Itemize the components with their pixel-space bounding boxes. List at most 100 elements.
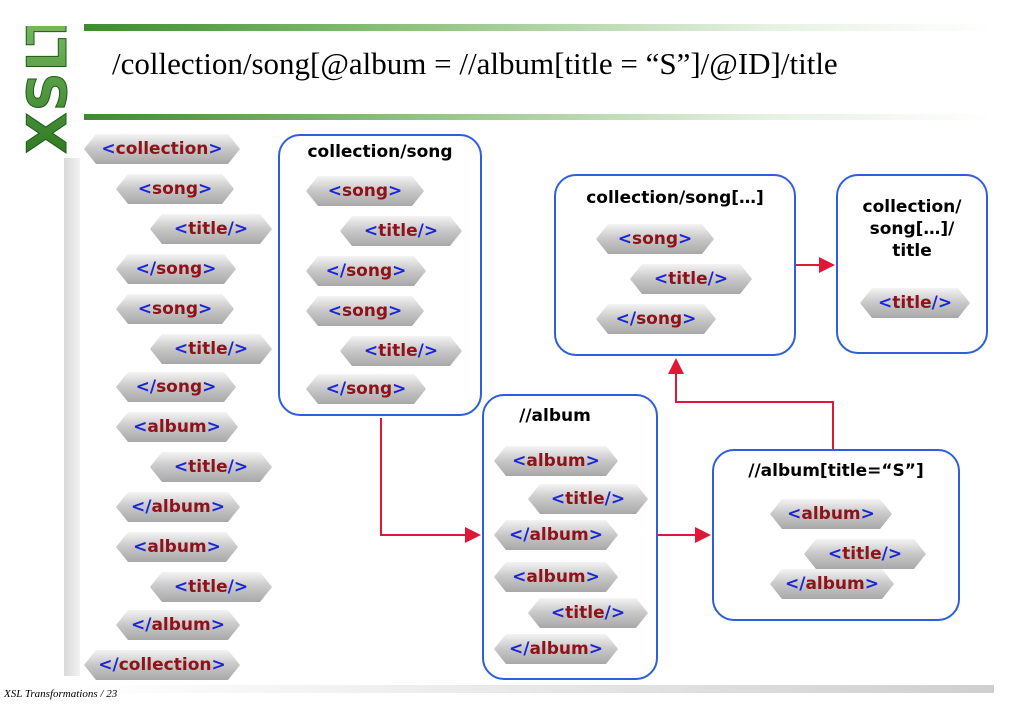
node-close-bracket: > bbox=[588, 525, 603, 545]
node-open-bracket: < bbox=[363, 341, 379, 361]
node-tag-name: song bbox=[346, 261, 393, 281]
box-collection-song: collection/song <song><title/></song><so… bbox=[278, 134, 482, 416]
node-tag-name: album bbox=[526, 451, 586, 471]
xml-node: <title/> bbox=[528, 484, 648, 514]
node-close-bracket: /> bbox=[417, 341, 439, 361]
xml-node: </album> bbox=[494, 520, 618, 550]
box-collection-song-filtered: collection/song[…] <song><title/></song> bbox=[554, 174, 796, 356]
node-close-bracket: > bbox=[678, 229, 693, 249]
node-tag-name: song bbox=[346, 379, 393, 399]
left-rail bbox=[64, 158, 80, 676]
node-close-bracket: > bbox=[206, 537, 221, 557]
xml-node: </song> bbox=[596, 304, 716, 334]
box-label: //album bbox=[519, 406, 591, 426]
node-close-bracket: > bbox=[388, 301, 403, 321]
node-close-bracket: /> bbox=[227, 577, 249, 597]
xml-node: </album> bbox=[494, 634, 618, 664]
xml-node: <title/> bbox=[150, 214, 272, 244]
node-open-bracket: < bbox=[327, 301, 342, 321]
xml-node: <title/> bbox=[150, 334, 272, 364]
node-open-bracket: </ bbox=[325, 261, 347, 281]
arrow-song-to-album bbox=[380, 418, 481, 543]
xml-node: <album> bbox=[116, 412, 238, 442]
box-label: collection/song bbox=[307, 142, 453, 162]
node-open-bracket: < bbox=[827, 544, 843, 564]
node-close-bracket: /> bbox=[707, 269, 729, 289]
node-tag-name: song bbox=[151, 299, 199, 319]
node-open-bracket: < bbox=[137, 179, 152, 199]
xml-node: </album> bbox=[116, 610, 240, 640]
box-label: collection/song[…] bbox=[586, 188, 764, 208]
xml-node: <song> bbox=[116, 294, 234, 324]
node-close-bracket: /> bbox=[227, 219, 249, 239]
node-open-bracket: < bbox=[363, 221, 379, 241]
node-open-bracket: < bbox=[101, 139, 116, 159]
node-close-bracket: > bbox=[198, 179, 213, 199]
node-tag-name: title bbox=[668, 269, 708, 289]
node-open-bracket: </ bbox=[509, 525, 530, 545]
node-open-bracket: < bbox=[550, 603, 566, 623]
node-tag-name: album bbox=[529, 639, 589, 659]
footer-text: XSL Transformations / 23 bbox=[4, 688, 118, 700]
xml-node: </song> bbox=[306, 256, 426, 286]
xml-node: </album> bbox=[770, 569, 894, 599]
node-open-bracket: < bbox=[327, 181, 342, 201]
title-bar-top bbox=[84, 24, 994, 31]
node-tag-name: song bbox=[156, 259, 203, 279]
xml-node: <song> bbox=[306, 296, 424, 326]
node-close-bracket: > bbox=[202, 377, 217, 397]
xml-node: <title/> bbox=[630, 264, 752, 294]
node-close-bracket: > bbox=[864, 574, 879, 594]
node-close-bracket: > bbox=[860, 504, 875, 524]
node-tag-name: title bbox=[378, 341, 418, 361]
node-tag-name: album bbox=[526, 567, 586, 587]
node-close-bracket: > bbox=[392, 261, 407, 281]
xml-node: <album> bbox=[770, 499, 892, 529]
node-close-bracket: > bbox=[206, 417, 221, 437]
node-tag-name: title bbox=[188, 339, 228, 359]
node-tag-name: album bbox=[147, 537, 207, 557]
node-close-bracket: > bbox=[210, 497, 225, 517]
xslt-logo: XSLT bbox=[16, 26, 80, 155]
node-close-bracket: > bbox=[588, 639, 603, 659]
node-tag-name: album bbox=[147, 417, 207, 437]
node-tag-name: title bbox=[565, 489, 605, 509]
node-close-bracket: > bbox=[210, 615, 225, 635]
node-close-bracket: /> bbox=[604, 489, 626, 509]
node-tag-name: album bbox=[151, 497, 211, 517]
node-tag-name: title bbox=[378, 221, 418, 241]
arrow-filter-to-song-filtered bbox=[668, 358, 834, 449]
node-tag-name: song bbox=[341, 181, 389, 201]
node-close-bracket: > bbox=[585, 451, 600, 471]
box-album: //album <album><title/></album><album><t… bbox=[482, 394, 658, 680]
node-open-bracket: < bbox=[133, 537, 148, 557]
node-tag-name: title bbox=[188, 577, 228, 597]
node-tag-name: album bbox=[805, 574, 865, 594]
node-close-bracket: > bbox=[208, 139, 223, 159]
node-tag-name: song bbox=[631, 229, 679, 249]
node-tag-name: title bbox=[892, 293, 932, 313]
node-open-bracket: </ bbox=[135, 259, 157, 279]
node-open-bracket: < bbox=[512, 567, 527, 587]
node-open-bracket: < bbox=[550, 489, 566, 509]
node-tag-name: title bbox=[188, 219, 228, 239]
node-tag-name: title bbox=[188, 457, 228, 477]
xml-node: <title/> bbox=[340, 336, 462, 366]
node-open-bracket: < bbox=[137, 299, 152, 319]
node-open-bracket: </ bbox=[131, 615, 152, 635]
xml-node: </song> bbox=[116, 372, 236, 402]
node-close-bracket: /> bbox=[931, 293, 953, 313]
node-tag-name: collection bbox=[115, 139, 209, 159]
node-close-bracket: > bbox=[198, 299, 213, 319]
node-close-bracket: > bbox=[585, 567, 600, 587]
node-close-bracket: /> bbox=[227, 457, 249, 477]
xml-node: <collection> bbox=[84, 134, 240, 164]
xml-node: </album> bbox=[116, 492, 240, 522]
xml-node: </song> bbox=[116, 254, 236, 284]
xml-node: <title/> bbox=[150, 452, 272, 482]
node-close-bracket: > bbox=[388, 181, 403, 201]
box-label: collection/ song[…]/ title bbox=[862, 197, 962, 261]
xml-node: </collection> bbox=[84, 650, 240, 680]
node-open-bracket: < bbox=[877, 293, 893, 313]
node-open-bracket: < bbox=[173, 457, 189, 477]
